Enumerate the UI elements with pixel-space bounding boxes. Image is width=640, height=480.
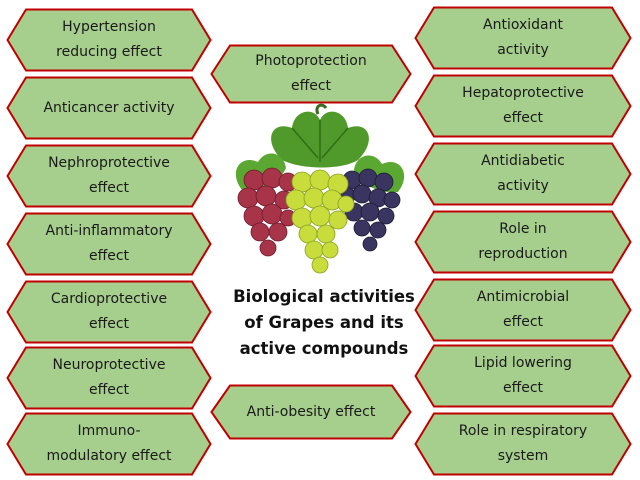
label-anti-obesity: Anti-obesity effect bbox=[246, 403, 376, 420]
label-immunomodulatory: Immuno- modulatory effect bbox=[46, 423, 172, 464]
red-grapes-icon bbox=[237, 167, 298, 257]
hexagon-shape bbox=[6, 412, 212, 476]
diagram-center-title: Biological activities of Grapes and its … bbox=[233, 287, 415, 358]
hexagon-hepatoprotective: Hepatoprotective effect bbox=[414, 74, 632, 138]
hexagon-shape bbox=[414, 278, 632, 342]
label-hepatoprotective: Hepatoprotective effect bbox=[462, 85, 584, 126]
hexagon-neuroprotective: Neuroprotective effect bbox=[6, 346, 212, 410]
green-grapes-icon bbox=[285, 169, 355, 274]
label-cardioprotective: Cardioprotective effect bbox=[50, 291, 168, 332]
hexagon-hypertension: Hypertension reducing effect bbox=[6, 8, 212, 72]
hexagon-shape bbox=[6, 144, 212, 208]
hexagon-anti-inflammatory: Anti-inflammatory effect bbox=[6, 212, 212, 276]
label-anticancer: Anticancer activity bbox=[43, 99, 175, 116]
hexagon-antioxidant: Antioxidant activity bbox=[414, 6, 632, 70]
label-reproduction: Role in reproduction bbox=[478, 221, 568, 262]
label-antimicrobial: Antimicrobial effect bbox=[476, 289, 570, 330]
label-photoprotection: Photoprotection effect bbox=[255, 53, 367, 94]
label-antidiabetic: Antidiabetic activity bbox=[481, 153, 565, 194]
hexagon-shape bbox=[6, 212, 212, 276]
hexagon-immunomodulatory: Immuno- modulatory effect bbox=[6, 412, 212, 476]
label-respiratory: Role in respiratory system bbox=[458, 423, 588, 464]
hexagon-shape bbox=[6, 346, 212, 410]
hexagon-photoprotection: Photoprotection effect bbox=[210, 44, 412, 104]
hexagon-anti-obesity: Anti-obesity effect bbox=[210, 384, 412, 440]
hexagon-shape bbox=[414, 344, 632, 408]
hexagon-shape bbox=[414, 142, 632, 206]
hexagon-shape bbox=[6, 8, 212, 72]
hexagon-shape bbox=[6, 76, 212, 140]
hexagon-lipid-lowering: Lipid lowering effect bbox=[414, 344, 632, 408]
hexagon-respiratory: Role in respiratory system bbox=[414, 412, 632, 476]
label-neuroprotective: Neuroprotective effect bbox=[52, 357, 166, 398]
label-anti-inflammatory: Anti-inflammatory effect bbox=[45, 223, 173, 264]
hexagon-shape bbox=[414, 6, 632, 70]
label-nephroprotective: Nephroprotective effect bbox=[48, 155, 170, 196]
hexagon-antimicrobial: Antimicrobial effect bbox=[414, 278, 632, 342]
hexagon-shape bbox=[414, 210, 632, 274]
hexagon-cardioprotective: Cardioprotective effect bbox=[6, 280, 212, 344]
hexagon-nephroprotective: Nephroprotective effect bbox=[6, 144, 212, 208]
grapes-illustration bbox=[235, 103, 405, 274]
label-antioxidant: Antioxidant activity bbox=[483, 17, 563, 58]
hexagon-reproduction: Role in reproduction bbox=[414, 210, 632, 274]
hexagon-shape bbox=[210, 44, 412, 104]
hexagon-anticancer: Anticancer activity bbox=[6, 76, 212, 140]
hexagon-shape bbox=[6, 280, 212, 344]
label-lipid-lowering: Lipid lowering effect bbox=[474, 355, 572, 396]
hexagon-shape bbox=[414, 412, 632, 476]
hexagon-shape bbox=[210, 384, 412, 440]
hexagon-antidiabetic: Antidiabetic activity bbox=[414, 142, 632, 206]
hexagon-shape bbox=[414, 74, 632, 138]
label-hypertension: Hypertension reducing effect bbox=[56, 19, 162, 60]
